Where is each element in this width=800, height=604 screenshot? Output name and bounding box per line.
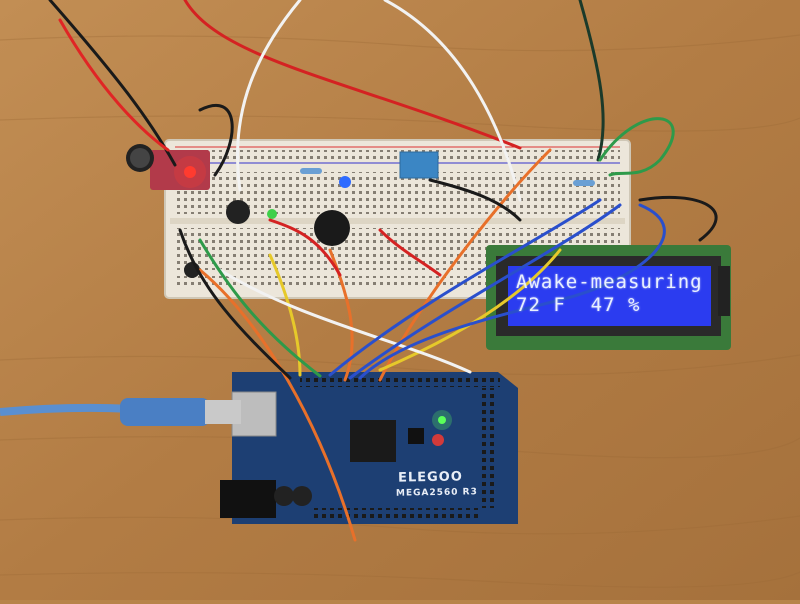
usb-cable <box>0 398 241 426</box>
arduino-mega-board <box>220 372 518 524</box>
potentiometer <box>226 200 250 224</box>
buzzer <box>314 210 350 246</box>
lcd-line-2: 72 F 47 % <box>516 294 641 316</box>
microphone-module <box>126 144 210 190</box>
lcd-line-1: Awake-measuring <box>516 271 703 293</box>
resistor <box>300 168 322 174</box>
humidity-sensor <box>399 151 439 179</box>
jumper-wires <box>48 0 718 542</box>
lcd-module <box>486 245 731 350</box>
green-led <box>267 209 277 219</box>
board-model-label: MEGA2560 R3 <box>395 487 478 499</box>
blue-led <box>339 176 351 188</box>
board-brand-logo: ELEGOO <box>397 469 463 486</box>
resistor <box>573 180 595 186</box>
